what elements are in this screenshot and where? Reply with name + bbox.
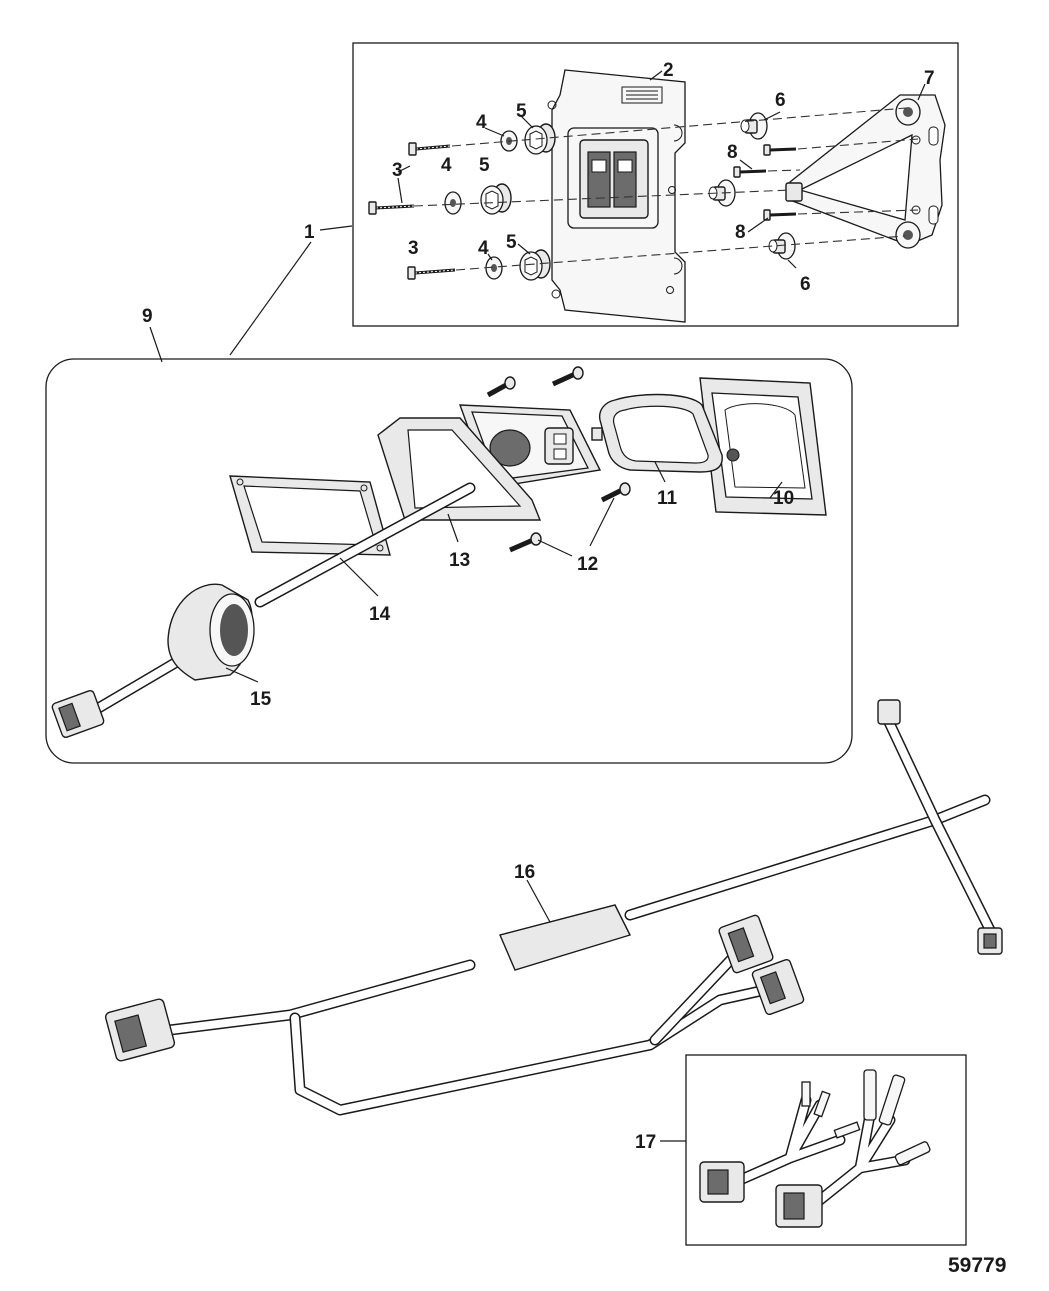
wiring-harness-16 (104, 699, 1003, 1116)
washer-4-middle (444, 191, 462, 215)
screw-3-middle (368, 201, 415, 215)
assembly-leaders (149, 225, 353, 363)
screw-12-b (551, 366, 584, 387)
frame-9-border (45, 358, 853, 764)
nut-15 (167, 583, 255, 681)
callout-12: 12 (577, 554, 598, 575)
callout-1: 1 (304, 222, 315, 243)
callout-5: 5 (479, 155, 490, 176)
screw-12-a (486, 376, 516, 398)
callout-5: 5 (506, 232, 517, 253)
callout-4: 4 (478, 238, 489, 259)
screw-3-top (408, 142, 451, 156)
screw-3-bottom (407, 266, 456, 280)
bushing-6-bottom (768, 232, 796, 260)
callout-6: 6 (800, 274, 811, 295)
callout-10: 10 (773, 488, 794, 509)
harness-module (499, 904, 631, 971)
callout-7: 7 (924, 68, 935, 89)
assembly-frame-9 (45, 358, 853, 764)
triangular-bracket (785, 94, 946, 249)
cover-10 (699, 377, 827, 516)
screw-12-c (600, 482, 631, 503)
grommet-5-bottom (519, 249, 551, 281)
callout-13: 13 (449, 550, 470, 571)
callout-17: 17 (635, 1132, 656, 1153)
frame-1-border (352, 42, 959, 327)
callout-15: 15 (250, 689, 272, 710)
leader-lines-frame-1 (397, 70, 926, 269)
callout-6: 6 (775, 90, 786, 111)
grommet-5-middle (480, 183, 512, 215)
callout-16: 16 (514, 862, 535, 883)
harness-connector-left (104, 998, 176, 1062)
callout-4: 4 (476, 112, 487, 133)
assembly-frame-1 (352, 42, 959, 327)
adapter-17-left (699, 1081, 861, 1203)
screw-8-upper-middle (733, 166, 767, 178)
bracket-13 (377, 417, 542, 521)
callout-labels: 1 2 3 3 4 4 4 5 5 5 6 6 7 8 8 9 10 11 12… (142, 60, 1006, 1277)
gasket-11 (591, 393, 723, 473)
harness-connector-top (877, 699, 901, 725)
callout-5: 5 (516, 101, 527, 122)
bushing-6-top (740, 112, 768, 140)
callout-3: 3 (408, 238, 419, 259)
adapter-frame-17 (660, 1054, 967, 1246)
callout-2: 2 (663, 60, 674, 81)
washer-4-bottom (485, 256, 503, 280)
adapter-17-right (775, 1069, 931, 1228)
cable-9 (79, 482, 476, 722)
callout-11: 11 (657, 488, 678, 509)
callout-3: 3 (392, 160, 403, 181)
alignment-lines (413, 107, 919, 271)
screw-8-top (763, 144, 797, 156)
harness-connector-right (977, 927, 1003, 955)
leader-lines-frame-9 (225, 461, 783, 683)
gasket-14 (229, 475, 391, 556)
frame-17-border (685, 1054, 967, 1246)
callout-4: 4 (441, 155, 452, 176)
screw-12-d (509, 532, 542, 553)
callout-8: 8 (727, 142, 738, 163)
callout-8: 8 (735, 222, 746, 243)
figure-number: 59779 (948, 1254, 1006, 1277)
screw-8-lower (763, 209, 797, 221)
harness-connector-y-a (718, 914, 774, 974)
grommet-5-top (524, 123, 556, 155)
mounting-plate (547, 69, 686, 323)
callout-14: 14 (369, 604, 391, 625)
connector-9 (51, 689, 105, 739)
harness-connector-y-b (751, 958, 805, 1016)
callout-9: 9 (142, 306, 153, 327)
